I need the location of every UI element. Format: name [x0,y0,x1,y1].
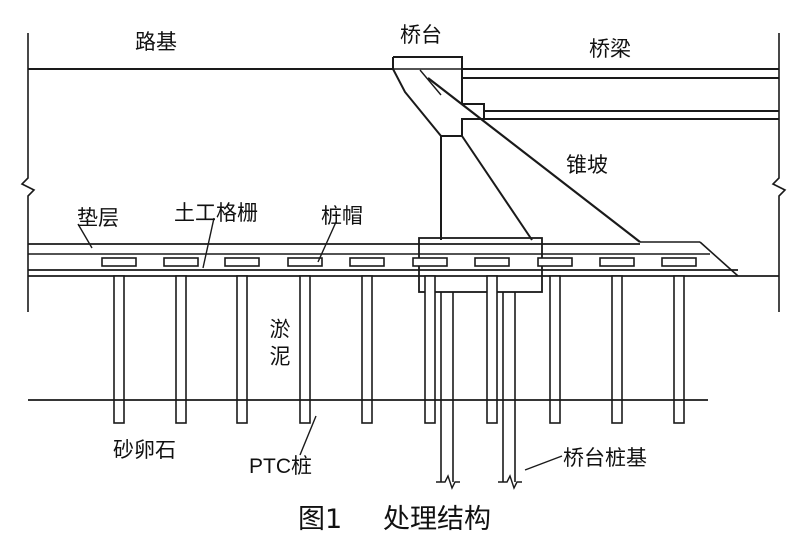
leader-lines [77,217,563,471]
label-silt: 淤泥 [267,318,291,372]
label-gravel: 砂卵石 [113,438,176,462]
abutment-piles [436,292,522,490]
ptc-pile [486,275,498,424]
label-cushion-layer: 垫层 [77,206,119,230]
ptc-pile [175,275,187,424]
ptc-pile [611,275,623,424]
ptc-pile [673,275,685,424]
ptc-pile [361,275,373,424]
label-bridge-beam: 桥梁 [589,37,631,61]
pile-cap [537,257,573,267]
pile-cap [412,257,448,267]
label-abutment: 桥台 [400,23,442,47]
abutment-body [392,56,533,241]
bridge-girder [484,110,779,120]
pile-cap [599,257,635,267]
label-pile-cap: 桩帽 [321,204,363,228]
pile-cap [349,257,385,267]
ptc-pile [424,275,436,424]
label-geogrid: 土工格栅 [174,201,258,225]
ptc-piles [113,275,685,424]
pile-cap [163,257,199,267]
ptc-pile [549,275,561,424]
cushion-layer [28,243,779,277]
pile-cap [287,257,323,267]
ptc-pile [113,275,125,424]
label-ptc-pile: PTC桩 [249,455,312,478]
figure-number: 图1 [298,504,343,535]
figure-title: 处理结构 [383,504,491,535]
pile-cap [661,257,697,267]
cone-slope-line [427,77,739,277]
left-boundary [20,33,36,312]
pile-cap [224,257,260,267]
ptc-pile [299,275,311,424]
label-cone-slope: 锥坡 [566,153,608,177]
right-boundary [771,33,787,312]
label-abutment-pile-foundation: 桥台桩基 [563,446,647,470]
label-roadbed: 路基 [135,30,177,54]
road-surface [28,68,779,79]
pile-cap [101,257,137,267]
pile-cap [474,257,510,267]
ptc-pile [236,275,248,424]
pile-caps [101,257,697,267]
